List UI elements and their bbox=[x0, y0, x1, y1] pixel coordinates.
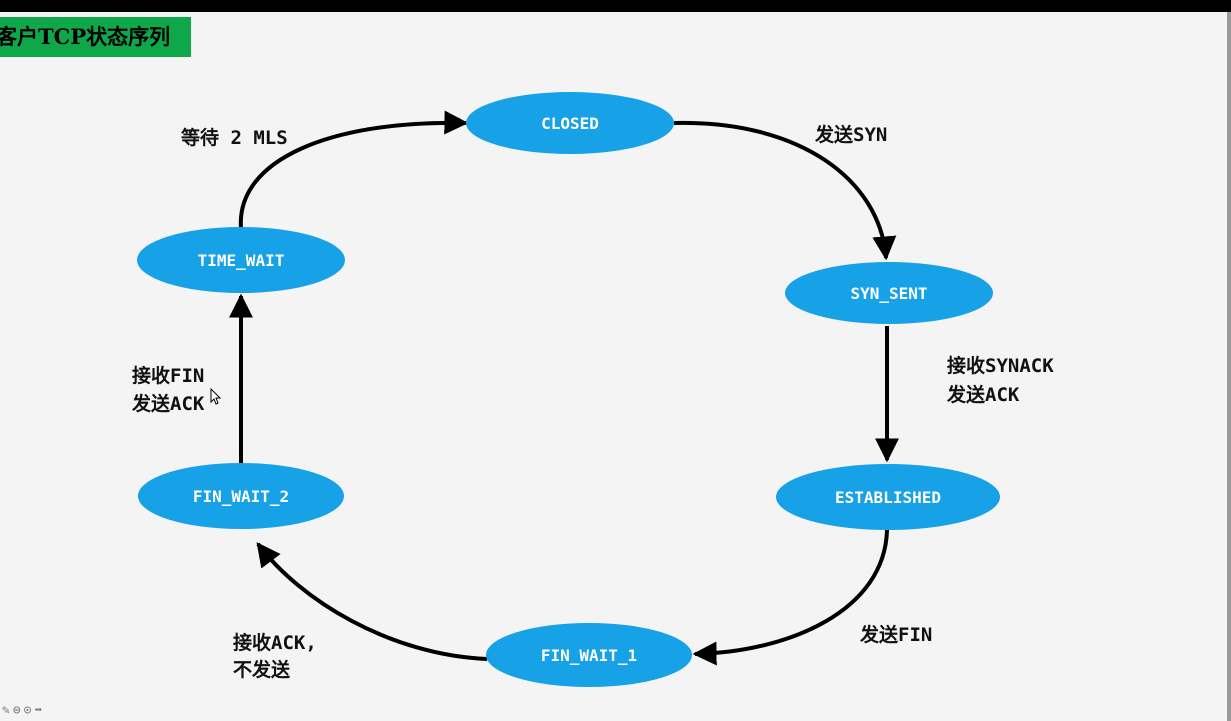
label-fin-wait-2-to-time-wait-line1: 接收FIN bbox=[132, 364, 204, 387]
node-established: ESTABLISHED bbox=[776, 464, 1000, 530]
more-icon[interactable]: ⊙ bbox=[23, 703, 32, 718]
label-fin-wait-2-to-time-wait-line2: 发送ACK bbox=[131, 392, 205, 415]
node-fin-wait-1: FIN_WAIT_1 bbox=[486, 623, 692, 687]
edge-closed-to-syn-sent bbox=[673, 120, 897, 261]
label-time-wait-to-closed: 等待 2 MLS bbox=[180, 126, 288, 149]
edge-time-wait-to-closed bbox=[238, 110, 469, 229]
node-established-label: ESTABLISHED bbox=[835, 488, 941, 507]
slideshow-toolbar: ✎ ⊜ ⊙ ➡ bbox=[2, 703, 42, 719]
node-closed-label: CLOSED bbox=[541, 114, 599, 133]
label-closed-to-syn-sent: 发送SYN bbox=[814, 123, 887, 146]
node-fin-wait-1-label: FIN_WAIT_1 bbox=[541, 646, 637, 665]
scrollbar[interactable] bbox=[1227, 12, 1231, 721]
arrow-right-icon[interactable]: ➡ bbox=[34, 703, 43, 718]
pen-icon[interactable]: ✎ bbox=[2, 703, 10, 718]
node-syn-sent-label: SYN_SENT bbox=[850, 284, 927, 303]
label-established-to-fin-wait-1: 发送FIN bbox=[859, 623, 932, 646]
mouse-cursor-icon bbox=[210, 387, 222, 405]
node-closed: CLOSED bbox=[466, 92, 674, 154]
node-syn-sent: SYN_SENT bbox=[785, 262, 993, 324]
edge-fin-wait-1-to-fin-wait-2 bbox=[256, 542, 488, 661]
node-time-wait: TIME_WAIT bbox=[137, 227, 345, 293]
label-syn-sent-to-established-line1: 接收SYNACK bbox=[947, 354, 1054, 377]
menu-icon[interactable]: ⊜ bbox=[12, 703, 21, 718]
node-time-wait-label: TIME_WAIT bbox=[198, 251, 285, 270]
label-fin-wait-1-to-fin-wait-2-line2: 不发送 bbox=[233, 658, 291, 681]
node-fin-wait-2: FIN_WAIT_2 bbox=[138, 463, 344, 529]
label-syn-sent-to-established-line2: 发送ACK bbox=[946, 383, 1020, 406]
node-fin-wait-2-label: FIN_WAIT_2 bbox=[193, 487, 289, 506]
edge-established-to-fin-wait-1 bbox=[692, 529, 889, 666]
label-fin-wait-1-to-fin-wait-2-line1: 接收ACK, bbox=[233, 631, 317, 654]
slide-title: 客户TCP状态序列 bbox=[0, 17, 191, 57]
